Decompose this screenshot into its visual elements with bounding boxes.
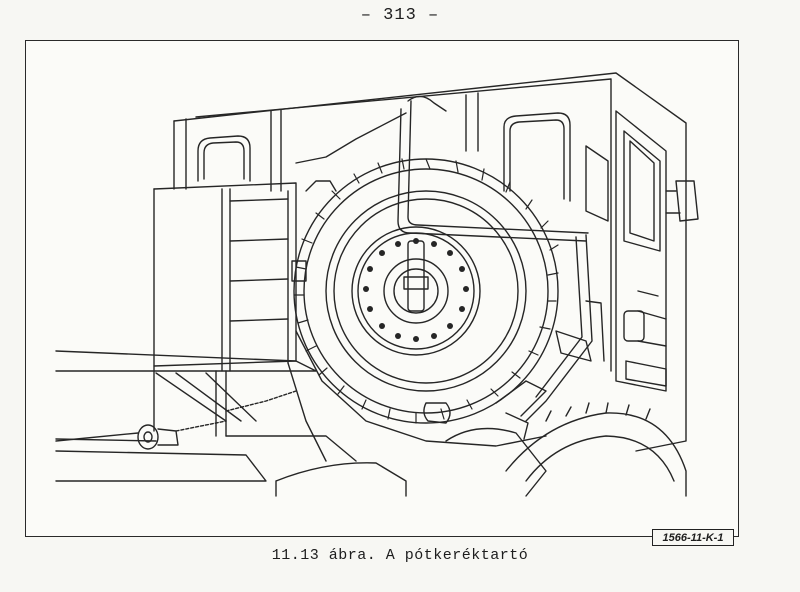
page-number: – 313 – (360, 6, 440, 25)
figure-frame (25, 40, 739, 537)
figure-code: 1566-11-K-1 (652, 529, 734, 546)
figure-caption: 11.13 ábra. A pótkeréktartó (271, 547, 529, 564)
truck-spare-wheel-illustration (55, 72, 699, 497)
